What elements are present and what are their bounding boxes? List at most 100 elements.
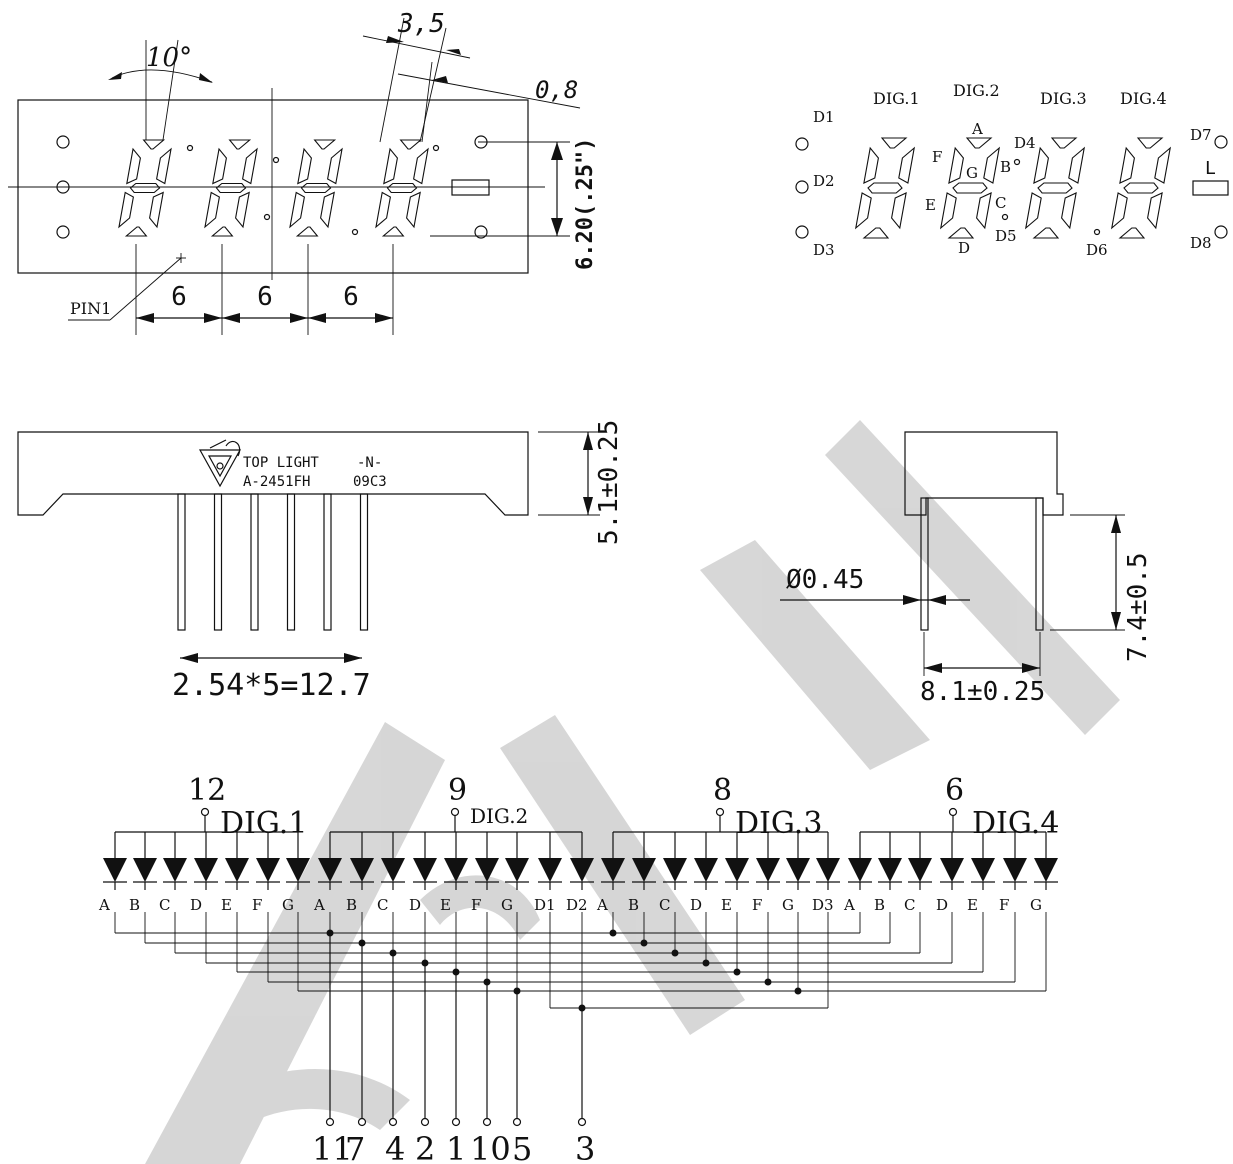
led-diode: [601, 858, 625, 882]
indicator-circle: [56, 180, 70, 194]
pin-lead: [250, 493, 259, 631]
decimal-dot: [351, 228, 359, 236]
dot-label-d1: D1: [813, 108, 835, 126]
segment-letter-b: B: [1000, 158, 1011, 176]
digit-label-2: DIG.2: [953, 81, 1000, 100]
led-diode: [318, 858, 342, 882]
led-label: F: [471, 896, 481, 914]
dot-label-d3: D3: [813, 241, 835, 259]
led-label: B: [874, 896, 885, 914]
led-label: A: [843, 896, 855, 914]
pitch-label: 6: [343, 282, 359, 312]
bottom-pin-label: 7: [345, 1130, 365, 1164]
segment: [1110, 192, 1128, 230]
segment: [235, 191, 250, 229]
segment: [210, 226, 234, 237]
bottom-pin-label: 4: [385, 1130, 405, 1164]
led-label: G: [782, 896, 794, 914]
indicator-circle: [474, 225, 488, 239]
segment: [947, 227, 975, 239]
led-diode: [816, 858, 840, 882]
led-label: F: [999, 896, 1009, 914]
led-label: F: [752, 896, 762, 914]
group-label-dig2: DIG.2: [470, 804, 528, 828]
segment: [1024, 192, 1042, 230]
common-pin-8: 8: [713, 773, 732, 808]
led-label: E: [721, 896, 732, 914]
led-diode: [971, 858, 995, 882]
bottom-pin-label: 10: [470, 1130, 511, 1164]
segment: [242, 147, 258, 185]
body-height-label: 5.1±0.25: [594, 420, 624, 545]
pitch-label: 6: [257, 282, 273, 312]
led-diode: [444, 858, 468, 882]
segment-letter-d: D: [958, 239, 970, 257]
pitch-label: 6: [171, 282, 187, 312]
segment: [228, 139, 252, 150]
segment: [142, 139, 166, 150]
segment: [212, 147, 227, 185]
segment: [399, 139, 423, 150]
pin-length-label: 7.4±0.5: [1123, 552, 1153, 662]
code1: -N-: [357, 455, 382, 471]
display-body: [17, 99, 529, 274]
front-digits: [118, 139, 429, 237]
bottom-pin-label: 3: [575, 1130, 595, 1164]
led-diode: [286, 858, 310, 882]
led-diode: [350, 858, 374, 882]
width-label: 3,5: [397, 9, 445, 39]
decimal-dot: [432, 144, 440, 152]
led-label: C: [904, 896, 915, 914]
led-diode: [505, 858, 529, 882]
segment: [1136, 137, 1164, 149]
segment: [1118, 227, 1146, 239]
led-diode: [940, 858, 964, 882]
segment: [1037, 182, 1073, 194]
led-diode: [908, 858, 932, 882]
segment: [295, 226, 319, 237]
segment: [1123, 182, 1159, 194]
segment: [313, 139, 337, 150]
led-diode: [194, 858, 218, 882]
segment-letter-g: G: [966, 164, 978, 182]
led-diode: [570, 858, 594, 882]
led-label: D2: [566, 896, 588, 914]
segment: [1119, 146, 1135, 184]
segment: [939, 192, 957, 230]
segment: [976, 192, 992, 230]
segment: [965, 137, 993, 149]
led-label: D: [190, 896, 202, 914]
seven-segment-digit: [939, 137, 1001, 239]
segment: [863, 146, 879, 184]
group-label-dig3: DIG.3: [735, 806, 822, 841]
led-diode: [786, 858, 810, 882]
led-label: B: [346, 896, 357, 914]
segment-map: DIG.1 DIG.2 DIG.3 DIG.4 A B C D E F G D1…: [795, 81, 1229, 259]
bottom-pin-label: 5: [512, 1130, 532, 1164]
pin-lead: [286, 493, 296, 631]
side-pins: [177, 493, 369, 631]
logo-icon: [198, 439, 242, 488]
led-diode: [103, 858, 127, 882]
row-span-label: 8.1±0.25: [920, 677, 1045, 707]
segment: [1154, 146, 1172, 184]
colon-label: L: [1205, 158, 1216, 179]
led-diode: [133, 858, 157, 882]
segment: [375, 191, 391, 229]
segment: [1033, 146, 1049, 184]
led-label: G: [282, 896, 294, 914]
segment: [204, 191, 220, 229]
segment-map-digits: [854, 137, 1172, 239]
led-label: G: [501, 896, 513, 914]
dot-label-d6: D6: [1086, 241, 1108, 259]
seven-segment-digit: [289, 139, 343, 237]
schematic-labels: DIG.1 DIG.2 DIG.3 DIG.4 12 9 8 6: [188, 773, 1059, 841]
segment: [1061, 192, 1077, 230]
segment: [149, 191, 164, 229]
segment-letter-c: C: [995, 194, 1006, 212]
dot-label-d4: D4: [1014, 134, 1036, 152]
led-label: C: [377, 896, 388, 914]
common-pin-9: 9: [448, 773, 467, 808]
led-diode: [1034, 858, 1058, 882]
